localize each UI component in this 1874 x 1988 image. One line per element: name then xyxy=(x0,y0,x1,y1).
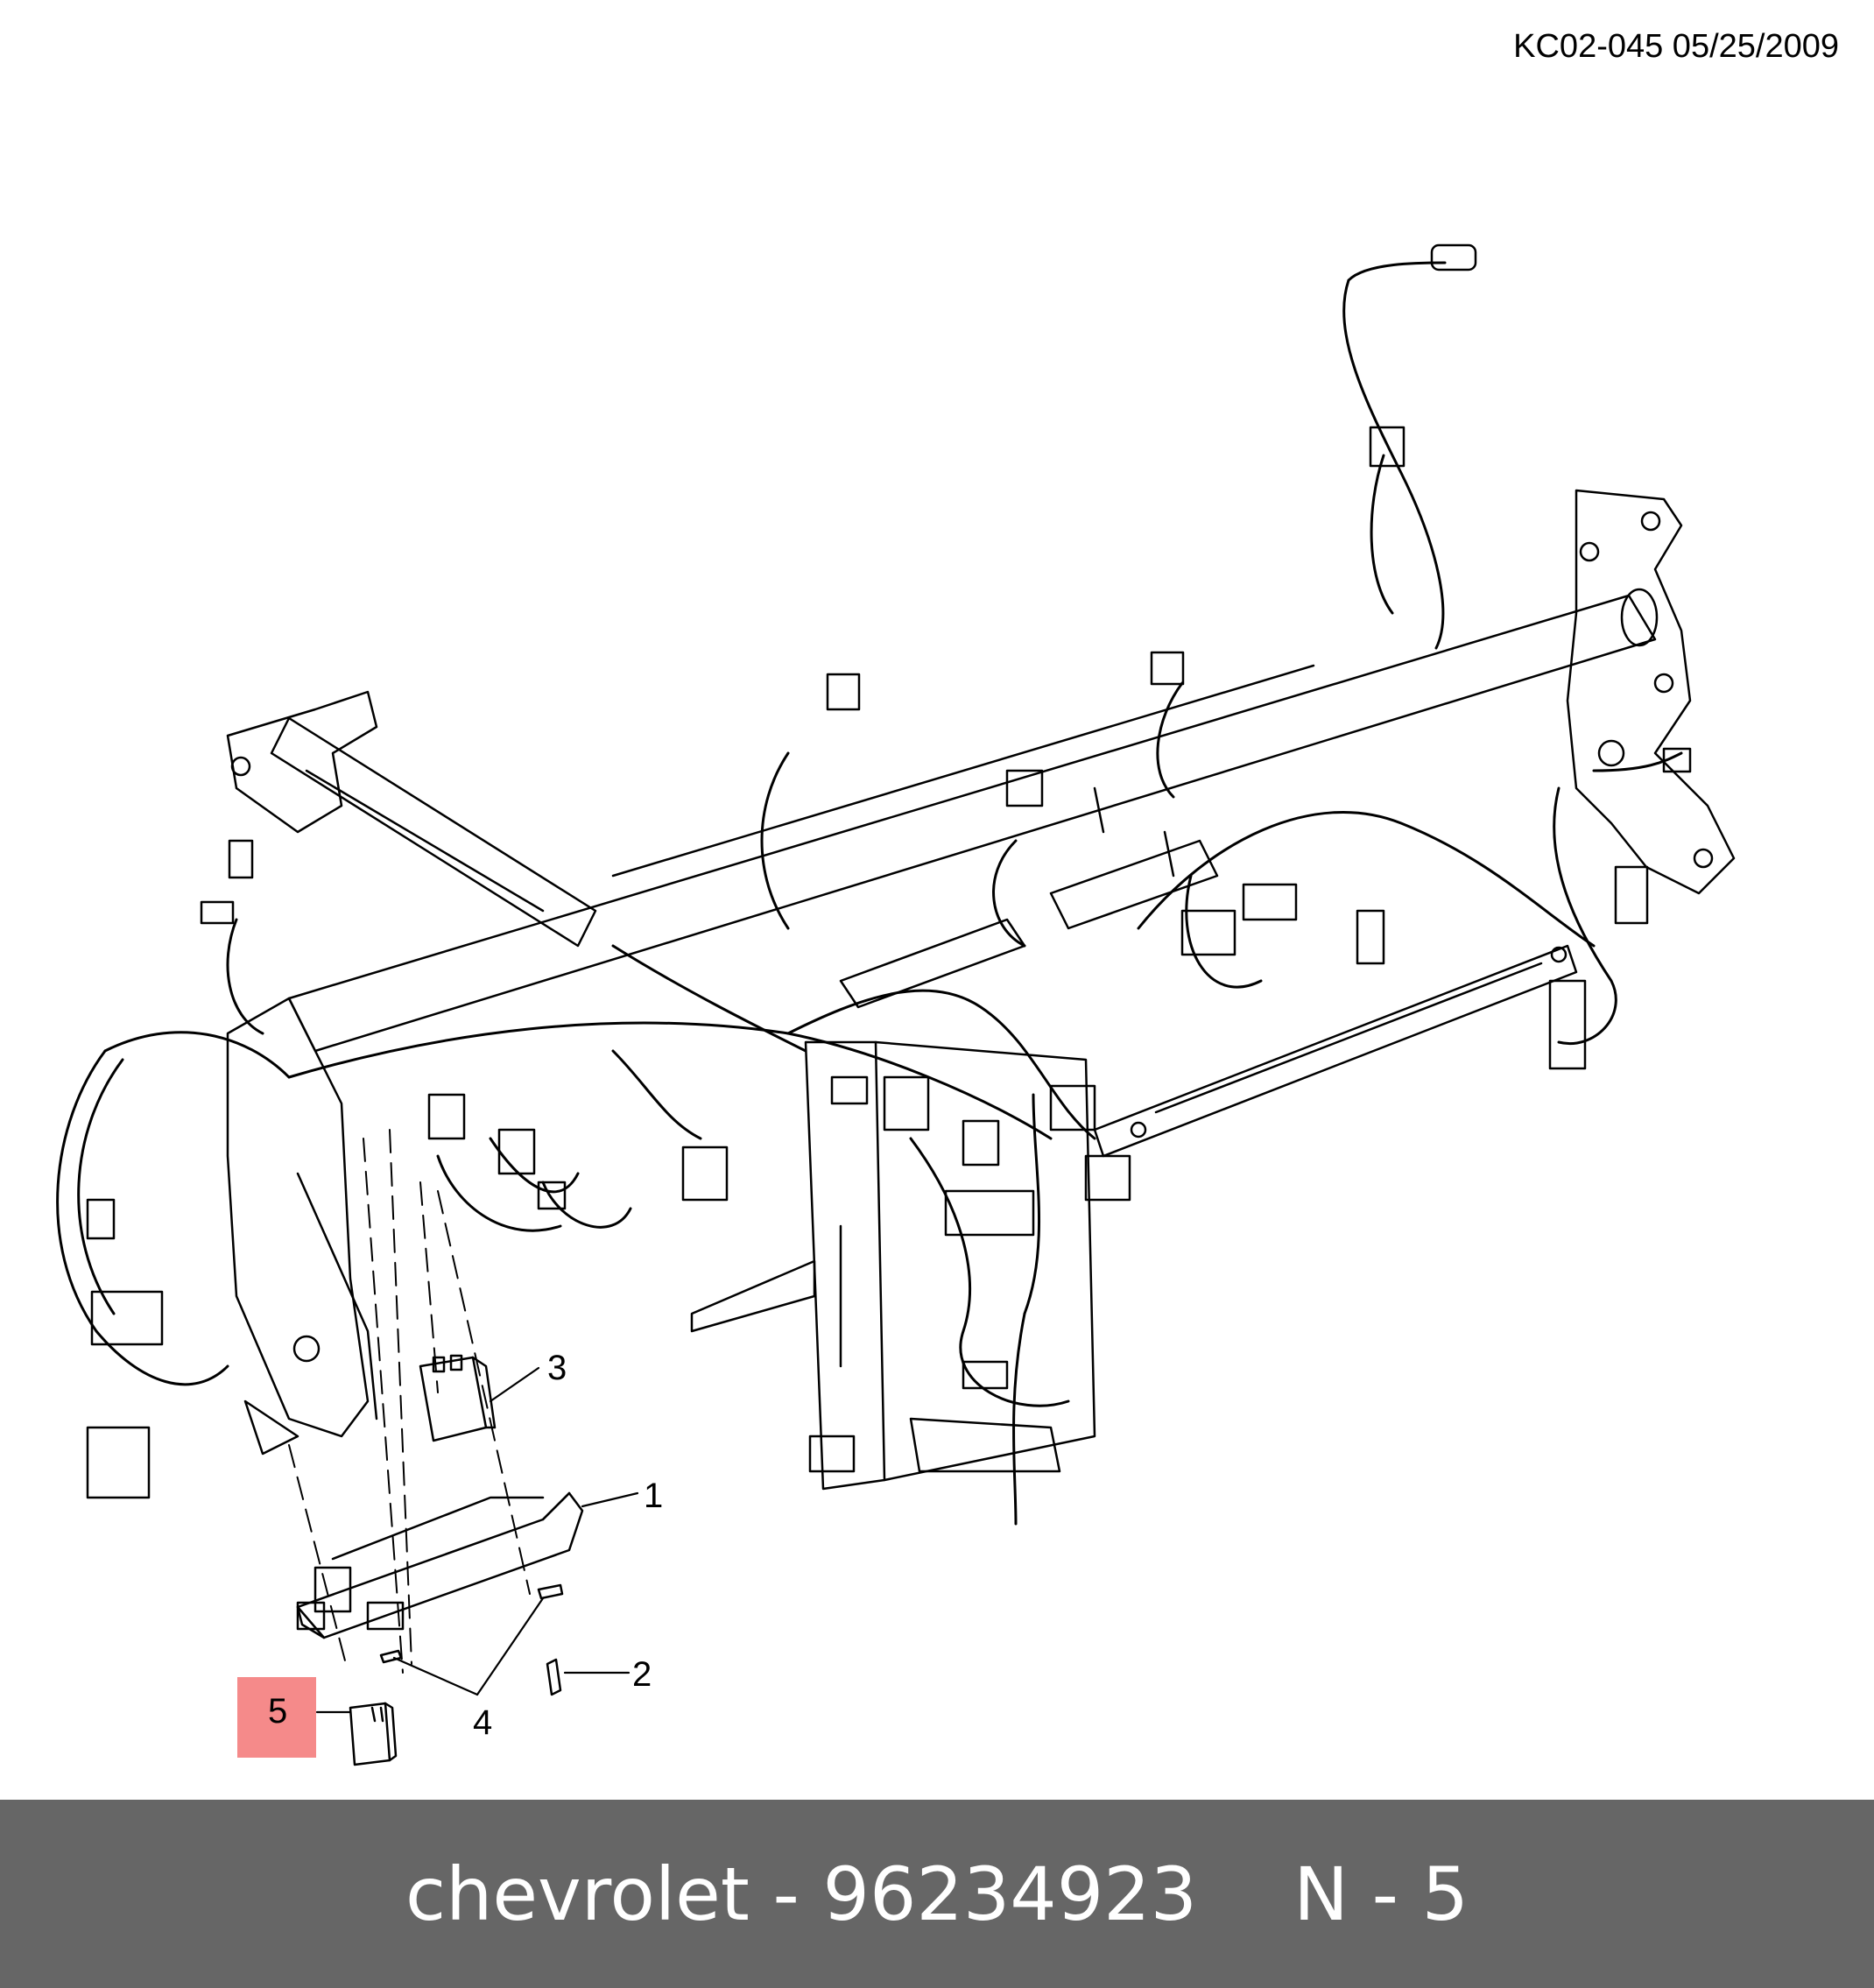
right-end-bracket xyxy=(1566,489,1736,895)
lower-right-tie-bar xyxy=(1093,944,1578,1158)
wiring-harness xyxy=(56,261,1683,1526)
footer-note: N - 5 xyxy=(1293,1851,1469,1937)
exploded-view-centerlines xyxy=(288,1129,531,1674)
harness-connectors xyxy=(86,243,1692,1499)
center-column-support xyxy=(690,1040,1096,1491)
callout-5[interactable]: 5 xyxy=(268,1692,288,1731)
part-3-relay xyxy=(419,1354,497,1442)
left-end-bracket xyxy=(226,690,597,948)
instrument-panel-wiring-diagram xyxy=(56,243,1736,1766)
part-info-footer: chevrolet - 96234923 N - 5 xyxy=(0,1800,1874,1988)
part-1-control-module xyxy=(296,1491,584,1639)
leader-lines xyxy=(315,1366,639,1714)
callout-1[interactable]: 1 xyxy=(644,1477,664,1515)
left-vertical-support xyxy=(226,997,378,1456)
part-5-highlight xyxy=(237,1677,316,1758)
diagram-reference: KC02-045 05/25/2009 xyxy=(1513,28,1839,65)
footer-part-number: 96234923 xyxy=(822,1851,1198,1937)
footer-separator: - xyxy=(749,1851,823,1937)
callout-4[interactable]: 4 xyxy=(473,1703,493,1742)
callout-3[interactable]: 3 xyxy=(547,1349,567,1387)
cross-car-beam xyxy=(287,588,1659,1053)
part-5-plug xyxy=(349,1702,398,1766)
footer-brand: chevrolet xyxy=(405,1851,750,1937)
part-2-clip xyxy=(546,1658,562,1696)
center-bracket-plates xyxy=(839,786,1219,1009)
callout-2[interactable]: 2 xyxy=(632,1655,652,1694)
part-4-fasteners xyxy=(379,1583,564,1664)
